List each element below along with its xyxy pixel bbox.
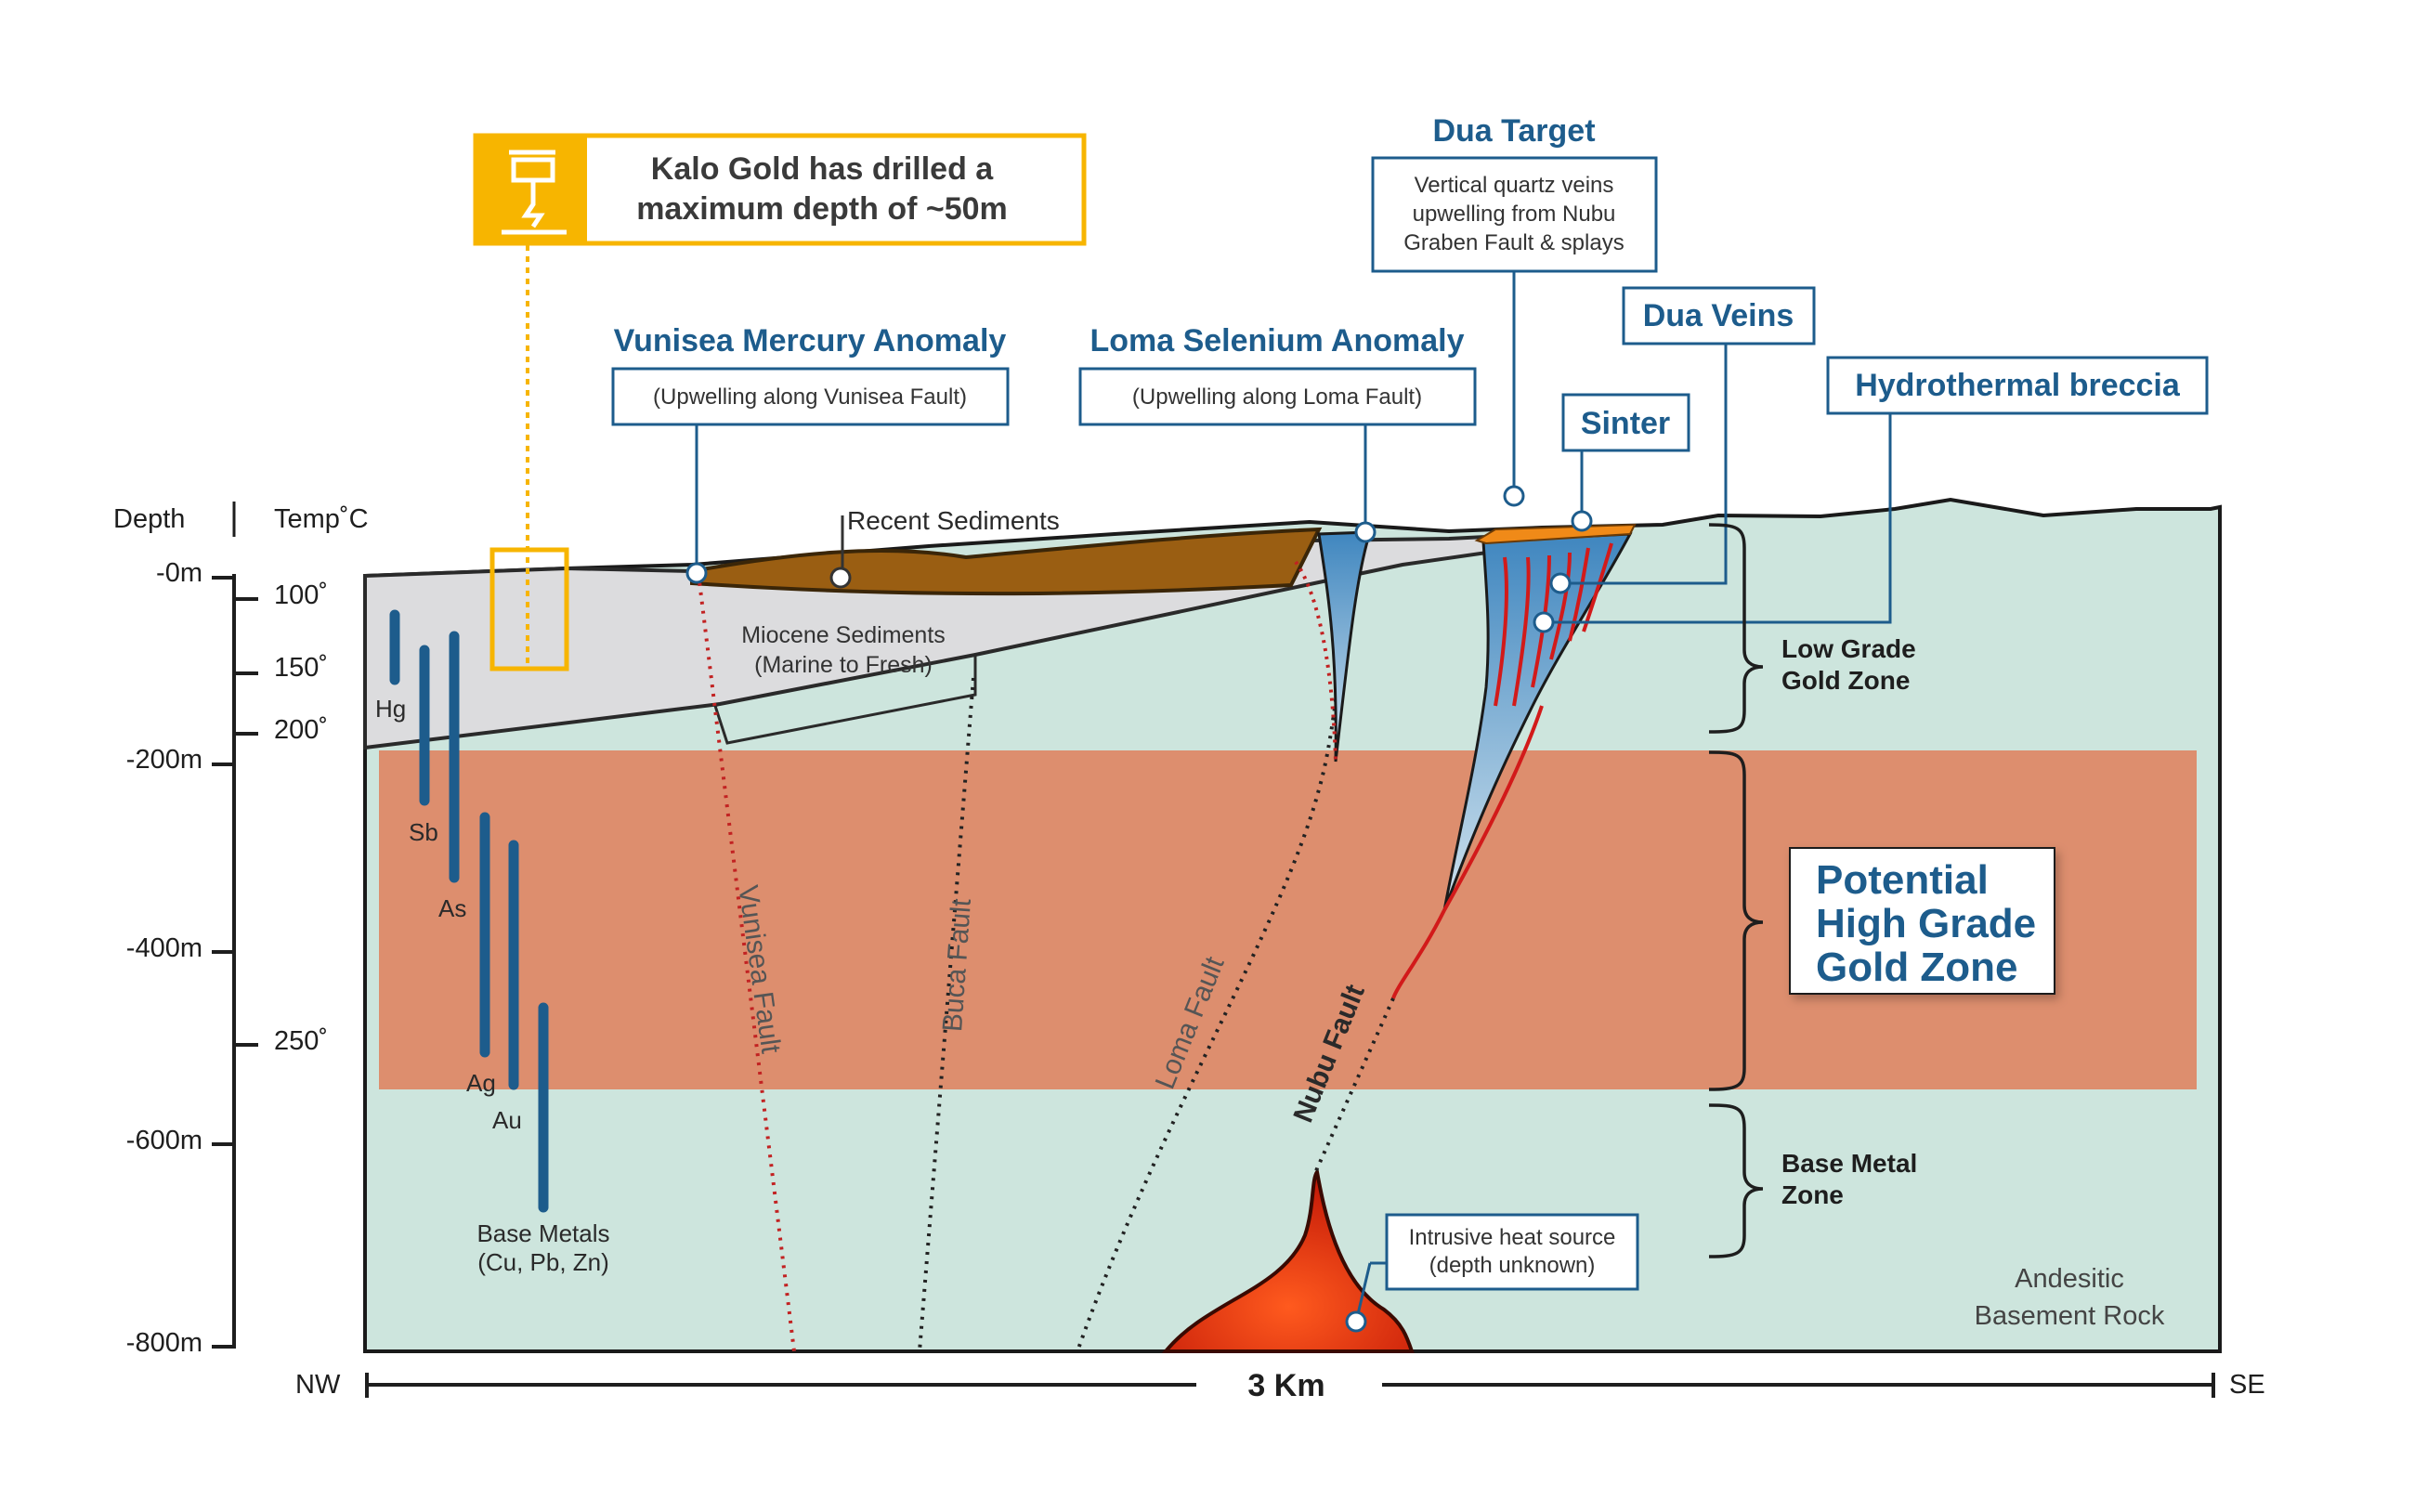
dua-target-marker — [1503, 485, 1525, 507]
loma-title: Loma Selenium Anomaly — [1090, 323, 1464, 358]
vunisea-note: (Upwelling along Vunisea Fault) — [653, 385, 967, 410]
temp-tick-250: 250˚ — [274, 1026, 328, 1056]
distance-label: 3 Km — [1247, 1368, 1324, 1403]
sinter-box — [1561, 393, 1690, 452]
depth-tick-600: -600m — [126, 1126, 202, 1155]
intrusive-leader-2 — [1356, 1262, 1372, 1315]
graben-step — [713, 655, 977, 745]
depth-tick-0: -0m — [156, 558, 202, 588]
breccia-leader — [1553, 413, 1892, 624]
buca-fault-line — [918, 677, 975, 1352]
high-grade-line1: Potential — [1816, 857, 1989, 903]
drill-rig-icon — [502, 150, 567, 235]
sinter-marker — [1571, 510, 1593, 532]
depth-tick-200: -200m — [126, 745, 202, 775]
dua-veins-label: Dua Veins — [1643, 298, 1794, 333]
element-sb: Sb — [409, 818, 438, 846]
dua-target-box — [1371, 156, 1658, 273]
intrusive-box — [1385, 1213, 1639, 1291]
base-metals-line1: Base Metals — [476, 1219, 609, 1247]
depth-header: Depth — [113, 504, 185, 534]
high-grade-box — [1789, 847, 2055, 995]
miocene-line1: Miocene Sediments — [741, 622, 946, 648]
low-grade-line1: Low Grade — [1781, 634, 1916, 663]
temp-tick-100: 100˚ — [274, 580, 328, 610]
sinter-deposit — [1474, 523, 1637, 545]
vunisea-fault-line — [697, 573, 796, 1352]
loma-note: (Upwelling along Loma Fault) — [1132, 385, 1422, 410]
miocene-line2: (Marine to Fresh) — [754, 652, 933, 678]
base-metal-line1: Base Metal — [1781, 1149, 1917, 1178]
low-grade-brace — [1708, 523, 1764, 734]
dua-target-line3: Graben Fault & splays — [1403, 230, 1624, 255]
temp-tick-200: 200˚ — [274, 715, 328, 745]
breccia-label: Hydrothermal breccia — [1855, 368, 2181, 403]
low-grade-line2: Gold Zone — [1781, 666, 1910, 695]
depth-ticks — [212, 576, 234, 1349]
drill-callout-line2: maximum depth of ~50m — [636, 191, 1008, 227]
high-grade-brace — [1708, 750, 1764, 1091]
base-metals-line2: (Cu, Pb, Zn) — [477, 1248, 609, 1276]
depth-tick-400: -400m — [126, 933, 202, 963]
loma-note-box — [1078, 367, 1477, 426]
intrusive-line1: Intrusive heat source — [1409, 1225, 1616, 1250]
temp-tick-150: 150˚ — [274, 653, 328, 683]
dua-target-line2: upwelling from Nubu — [1413, 202, 1616, 227]
vunisea-marker — [685, 562, 708, 584]
loma-anomaly-funnel — [1317, 530, 1373, 763]
nw-label: NW — [295, 1370, 341, 1400]
base-metal-brace — [1708, 1103, 1764, 1258]
high-grade-line2: High Grade — [1816, 901, 2036, 946]
temp-ticks — [234, 597, 258, 1047]
recent-sediments-lens — [690, 527, 1323, 596]
depth-tick-800: -800m — [126, 1328, 202, 1358]
drill-callout-line1: Kalo Gold has drilled a — [651, 151, 994, 187]
nubu-fault-line — [1391, 909, 1446, 999]
recent-sediments-marker — [829, 567, 852, 589]
element-bars — [389, 609, 549, 1213]
loma-marker — [1354, 521, 1377, 543]
intrusive-heat-source — [1161, 1167, 1415, 1353]
drill-callout-box — [473, 133, 1087, 246]
breccia-box — [1826, 356, 2209, 415]
se-label: SE — [2229, 1370, 2265, 1400]
recent-sediments-label: Recent Sediments — [847, 506, 1060, 535]
breccia-marker — [1533, 611, 1555, 633]
element-au: Au — [492, 1106, 522, 1134]
vunisea-note-box — [611, 367, 1010, 426]
basement-line2: Basement Rock — [1975, 1301, 2165, 1331]
high-grade-line3: Gold Zone — [1816, 945, 2018, 990]
vunisea-title: Vunisea Mercury Anomaly — [614, 323, 1007, 358]
dua-target-line1: Vertical quartz veins — [1415, 173, 1614, 198]
base-metal-line2: Zone — [1781, 1180, 1844, 1209]
intrusive-marker — [1345, 1310, 1367, 1333]
element-hg: Hg — [375, 695, 406, 723]
dua-veins-box — [1622, 286, 1816, 345]
dua-veins-leader — [1570, 344, 1728, 585]
basement-line1: Andesitic — [2015, 1264, 2124, 1294]
dua-target-title: Dua Target — [1432, 113, 1595, 149]
temp-header: Temp˚C — [274, 504, 369, 534]
element-as: As — [438, 894, 466, 922]
dua-veins-marker — [1549, 572, 1572, 594]
intrusive-line2: (depth unknown) — [1429, 1253, 1596, 1278]
sinter-label: Sinter — [1581, 406, 1670, 441]
element-ag: Ag — [466, 1069, 496, 1097]
